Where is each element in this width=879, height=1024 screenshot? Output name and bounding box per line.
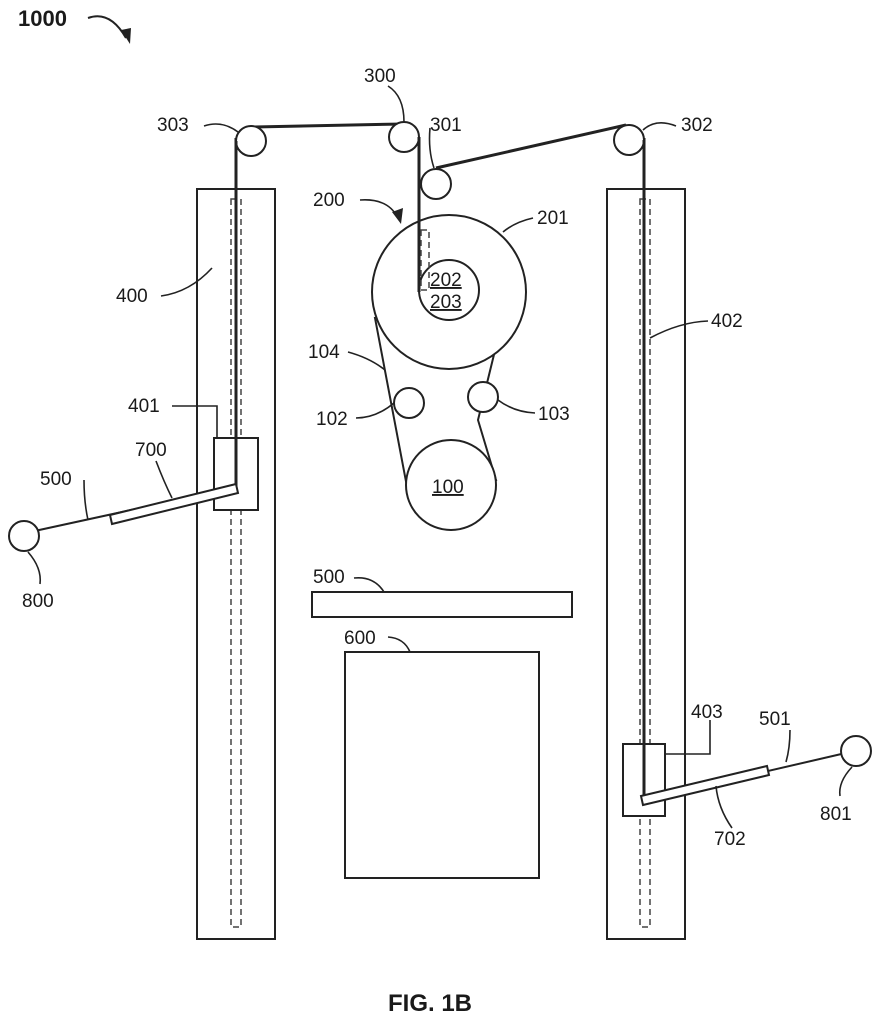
label-302: 302 — [681, 115, 713, 136]
label-800: 800 — [22, 591, 54, 612]
label-402: 402 — [711, 311, 743, 332]
label-200: 200 — [313, 190, 345, 211]
label-400: 400 — [116, 286, 148, 307]
bench-500 — [312, 592, 572, 617]
leader-500-left — [84, 480, 88, 520]
label-201: 201 — [537, 208, 569, 229]
pulley-300 — [389, 122, 419, 152]
label-700: 700 — [135, 440, 167, 461]
leader-300 — [388, 86, 404, 122]
pulley-302 — [614, 125, 644, 155]
label-500-left: 500 — [40, 469, 72, 490]
figure-reference-arrow — [88, 16, 126, 38]
leader-103 — [498, 400, 535, 413]
figure-reference-label: 1000 — [18, 6, 67, 31]
leader-702 — [716, 786, 732, 828]
pulley-303 — [236, 126, 266, 156]
leader-102 — [356, 403, 394, 418]
label-501: 501 — [759, 709, 791, 730]
leader-600 — [388, 637, 410, 652]
handle-801 — [841, 736, 871, 766]
leader-200-arrow — [360, 200, 398, 218]
hub-203-label: 203 — [430, 292, 462, 313]
cable-right-run — [436, 125, 626, 168]
label-104: 104 — [308, 342, 340, 363]
leader-201 — [503, 218, 533, 232]
label-301: 301 — [430, 115, 462, 136]
label-801: 801 — [820, 804, 852, 825]
figure-reference-arrowhead — [121, 28, 131, 44]
pulley-301 — [421, 169, 451, 199]
roller-102 — [394, 388, 424, 418]
right-column — [607, 189, 685, 939]
label-401: 401 — [128, 396, 160, 417]
label-102: 102 — [316, 409, 348, 430]
label-300: 300 — [364, 66, 396, 87]
label-600: 600 — [344, 628, 376, 649]
figure-caption: FIG. 1B — [388, 990, 472, 1017]
label-403: 403 — [691, 702, 723, 723]
leader-303 — [204, 124, 238, 132]
label-303: 303 — [157, 115, 189, 136]
leader-500-bench — [354, 578, 384, 592]
handle-800 — [9, 521, 39, 551]
label-702: 702 — [714, 829, 746, 850]
label-103: 103 — [538, 404, 570, 425]
motor-100-label: 100 — [432, 477, 464, 498]
leader-104 — [348, 352, 385, 370]
leader-801 — [840, 767, 852, 796]
roller-103 — [468, 382, 498, 412]
label-500-bench: 500 — [313, 567, 345, 588]
hub-202-label: 202 — [430, 270, 462, 291]
platform-600 — [345, 652, 539, 878]
leader-700 — [156, 461, 172, 498]
leader-302 — [643, 123, 676, 130]
cable-top — [252, 124, 403, 127]
leader-501 — [786, 730, 790, 762]
leader-800 — [28, 552, 40, 584]
